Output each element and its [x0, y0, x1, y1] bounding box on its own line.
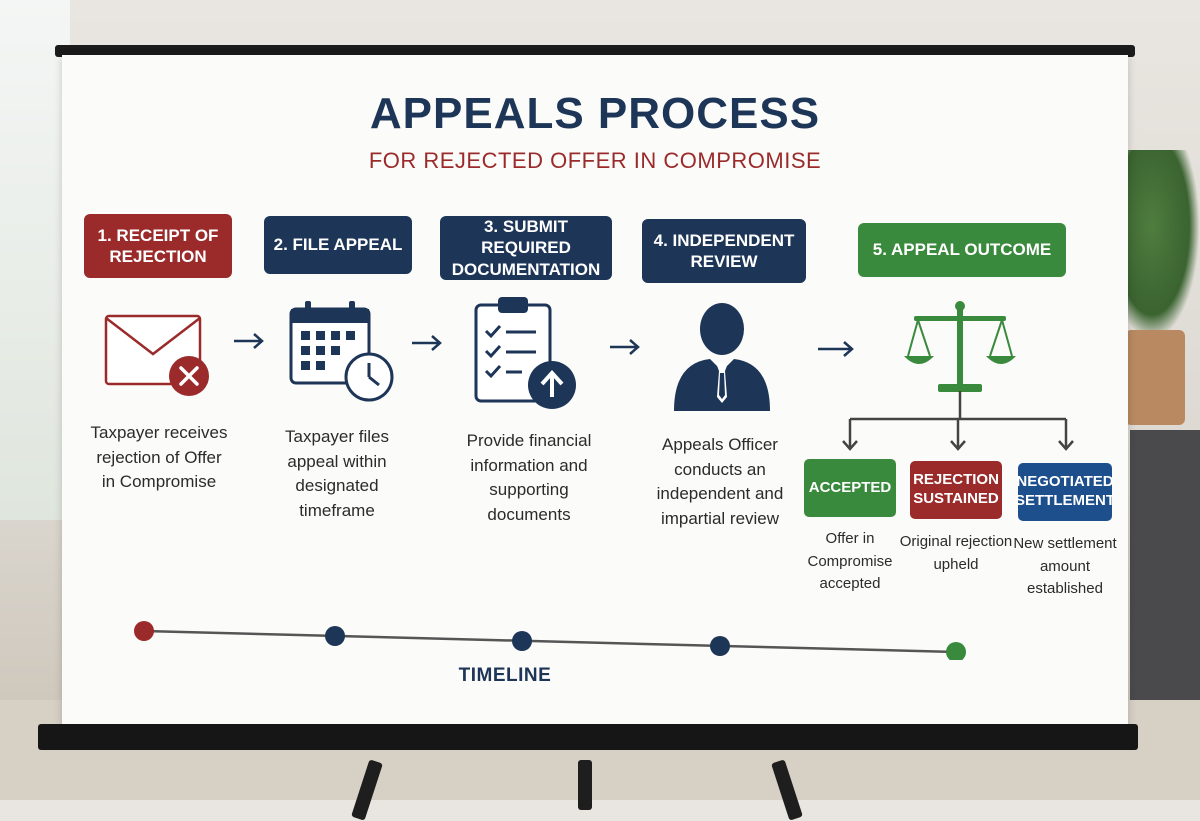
- step-4-label-line1: 4. INDEPENDENT: [653, 230, 795, 250]
- outcome-negotiated-label-line2: SETTLEMENT: [1015, 492, 1115, 509]
- step-1-label-line2: REJECTION: [109, 247, 207, 266]
- outcome-branch-connector: [842, 391, 1074, 451]
- timeline-dot-5: [946, 642, 966, 660]
- timeline-dot-2: [325, 626, 345, 646]
- step-2-description: Taxpayer files appeal within designated …: [285, 427, 389, 520]
- step-5-label-box: 5. APPEAL OUTCOME: [858, 223, 1066, 277]
- arrow-right-icon: [818, 341, 854, 357]
- timeline-dot-3: [512, 631, 532, 651]
- outcome-rejection-sustained-description: Original rejection upheld: [899, 533, 1013, 573]
- envelope-rejected-icon: [104, 314, 209, 396]
- easel-bottom-bar: [38, 724, 1138, 750]
- outcome-negotiated-label-line1: NEGOTIATED: [1016, 473, 1114, 491]
- easel-leg-middle: [578, 760, 592, 810]
- step-1-label-line1: 1. RECEIPT OF: [97, 225, 219, 245]
- background-plant-pot: [1125, 330, 1185, 425]
- step-4-label-line2: REVIEW: [690, 252, 758, 271]
- outcome-accepted-label: ACCEPTED: [808, 478, 892, 496]
- scales-of-justice-icon: [904, 301, 1016, 392]
- outcome-rejection-label-line2: SUSTAINED: [913, 490, 999, 507]
- arrow-right-icon: [412, 335, 442, 351]
- arrow-right-icon: [234, 333, 264, 349]
- step-4-label-box: 4. INDEPENDENT REVIEW: [642, 219, 806, 283]
- background-plant: [1120, 150, 1200, 340]
- outcome-negotiated-settlement-description: New settlement amount established: [1013, 535, 1117, 597]
- step-1-description: Taxpayer receives rejection of Offer in …: [90, 423, 228, 492]
- step-3-label-line1: 3. SUBMIT REQUIRED: [481, 217, 571, 258]
- timeline-track: [134, 621, 966, 660]
- step-3-label-line2: DOCUMENTATION: [451, 259, 601, 279]
- timeline-dot-4: [710, 636, 730, 656]
- step-5-label-line1: 5. APPEAL OUTCOME: [872, 240, 1052, 260]
- background-window: [0, 0, 70, 520]
- clipboard-upload-icon: [474, 297, 576, 409]
- arrow-right-icon: [610, 339, 640, 355]
- step-3-description: Provide financial information and suppor…: [466, 431, 592, 524]
- outcome-accepted-description: Offer in Compromise accepted: [807, 530, 893, 592]
- page-subtitle: FOR REJECTED OFFER IN COMPROMISE: [368, 148, 822, 173]
- outcome-rejection-label-line1: REJECTION: [913, 471, 999, 489]
- easel-top-bar: [55, 45, 1135, 57]
- outcome-accepted-box: ACCEPTED: [804, 459, 896, 517]
- step-4-description: Appeals Officer conducts an independent …: [656, 435, 784, 528]
- step-1-label-box: 1. RECEIPT OF REJECTION: [84, 214, 232, 278]
- calendar-clock-icon: [289, 301, 394, 402]
- step-2-label-line1: 2. FILE APPEAL: [273, 235, 403, 255]
- step-2-label-box: 2. FILE APPEAL: [264, 216, 412, 274]
- timeline-label: TIMELINE: [458, 665, 552, 686]
- presentation-board: APPEALS PROCESS FOR REJECTED OFFER IN CO…: [62, 55, 1128, 727]
- officer-person-icon: [674, 303, 770, 411]
- timeline-dot-1: [134, 621, 154, 641]
- page-title: APPEALS PROCESS: [369, 89, 821, 138]
